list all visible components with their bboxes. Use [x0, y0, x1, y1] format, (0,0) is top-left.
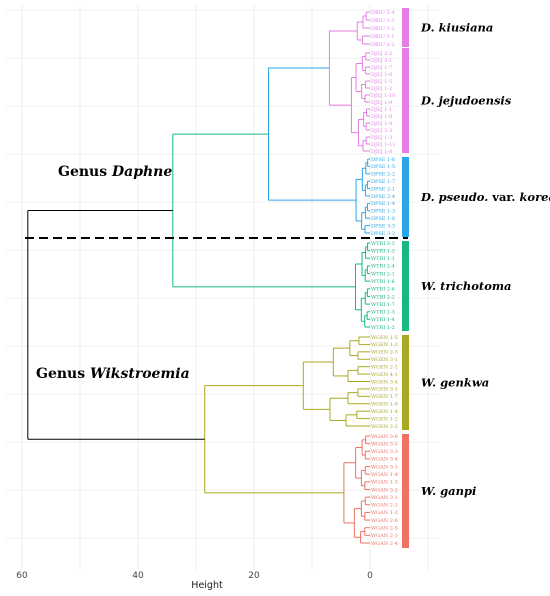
leaf-label: WGEN 1-2 — [371, 416, 398, 422]
leaf-label: DJEJ 1-11 — [371, 142, 396, 148]
clade-bar-trichotoma — [402, 241, 409, 331]
leaf-label: DJEJ 1-3 — [371, 135, 392, 141]
leaf-label: DPSE 1-3 — [371, 209, 395, 215]
leaf-label: WGEN 1-2 — [371, 342, 398, 348]
leaf-label: DPSE 3-3 — [371, 223, 395, 229]
leaf-label: DJEJ 1-7 — [371, 65, 392, 71]
leaf-label: WGEN 3-1 — [371, 357, 398, 363]
clade-bar-genkwa — [402, 335, 409, 430]
leaf-label: WGAN 3-6 — [371, 434, 398, 440]
leaf-label: DPSE 2-4 — [371, 194, 395, 200]
leaf-label: DPSE 3-2 — [371, 231, 395, 237]
leaf-label: WGAN 2-4 — [371, 541, 398, 547]
leaf-label: DPSE 2-2 — [371, 172, 395, 178]
leaf-label: WGEN 3-1 — [371, 387, 398, 393]
leaf-label: WGEN 4-1 — [371, 372, 398, 378]
leaf-label: DPSE 1-5 — [371, 164, 395, 170]
leaf-label: WGAN 3-1 — [371, 464, 398, 470]
clade-label-jejudoensis: D. jejudoensis — [420, 94, 512, 108]
clade-bar-jejudoensis — [402, 48, 409, 153]
leaf-label: WTRI 1-7 — [371, 302, 395, 308]
leaf-label: DJEJ 2-1 — [371, 58, 392, 64]
leaf-label: WGEN 3-4 — [371, 379, 398, 385]
leaf-label: WGAN 3-3 — [371, 449, 398, 455]
leaf-label: DJEJ 2-3 — [371, 128, 392, 134]
leaf-label: WTRI 3-3 — [371, 241, 395, 247]
leaf-label: DPSE 1-4 — [371, 201, 395, 207]
leaf-label: WGEN 2-2 — [371, 424, 398, 430]
leaf-label: WGEN 1-7 — [371, 394, 398, 400]
leaf-label: DJEJ 1-2 — [371, 86, 392, 92]
leaf-label: DKIU 1-2 — [371, 26, 395, 32]
leaf-label: DJEJ 1-10 — [371, 93, 396, 99]
clade-bar-ganpi — [402, 434, 409, 548]
clade-bar-kiusiana — [402, 8, 409, 47]
leaf-label: WTRI 2-3 — [371, 310, 395, 316]
x-tick-label: 0 — [367, 571, 373, 581]
leaf-label: WTRI 1-2 — [371, 325, 395, 331]
leaf-label: DPSE 1-7 — [371, 179, 395, 185]
clade-color-bars — [402, 8, 409, 548]
leaf-label: DJEJ 1-9 — [371, 100, 392, 106]
genus-label-wikstroemia: Genus Wikstroemia — [36, 366, 190, 382]
leaf-label: WTRI 2-4 — [371, 264, 395, 270]
leaf-label: DJEJ 1-8 — [371, 149, 392, 155]
leaf-label: WTRI 1-6 — [371, 279, 395, 285]
clade-label-kiusiana: D. kiusiana — [420, 21, 493, 35]
leaf-label: WGAN 1-3 — [371, 480, 398, 486]
leaf-label: DKIU 2-2 — [371, 42, 395, 48]
clade-label-trichotoma: W. trichotoma — [421, 279, 512, 293]
leaf-label: WGEN 1-9 — [371, 402, 398, 408]
leaf-label: WGAN 3-1 — [371, 495, 398, 501]
leaf-label: WGAN 2-1 — [371, 503, 398, 509]
leaf-label: WGAN 3-2 — [371, 487, 398, 493]
leaf-label: DJEJ 1-4 — [371, 121, 392, 127]
leaf-label: WGAN 3-4 — [371, 457, 398, 463]
leaf-label: DPSE 2-1 — [371, 186, 395, 192]
leaf-label: WGEN 1-5 — [371, 335, 398, 341]
leaf-label: WTRI 2-6 — [371, 287, 395, 293]
x-tick-label: 60 — [16, 571, 28, 581]
dendrogram-branches — [27, 11, 370, 544]
clade-label-pseudo: D. pseudo. var. koreana — [420, 190, 550, 204]
leaf-label: WTRI 2-1 — [371, 271, 395, 277]
leaf-label: WGAN 1-4 — [371, 472, 398, 478]
leaf-label: WTRI 1-1 — [371, 256, 395, 262]
leaf-label: WTRI 2-2 — [371, 294, 395, 300]
x-axis: 60 40 20 0 — [16, 571, 373, 581]
x-axis-title: Height — [191, 580, 223, 591]
clade-labels: D. kiusiana D. jejudoensis D. pseudo. var.… — [420, 21, 550, 499]
leaf-label: WTRI 1-3 — [371, 248, 395, 254]
leaf-label: DKIU 1-3 — [371, 18, 395, 24]
leaf-label: DKIU 1-1 — [371, 34, 395, 40]
leaf-label: DKIU 2-4 — [371, 10, 395, 16]
leaf-label: WGEN 2-1 — [371, 364, 398, 370]
leaf-label: WGAN 1-2 — [371, 510, 398, 516]
leaf-label: WTRI 1-4 — [371, 317, 395, 323]
leaf-label: WGAN 2-3 — [371, 533, 398, 539]
leaf-label: DJEJ 1-6 — [371, 72, 392, 78]
leaf-label: DJEJ 1-5 — [371, 79, 392, 85]
leaf-label: WGEN 2-3 — [371, 350, 398, 356]
leaf-label: DPSE 1-8 — [371, 216, 395, 222]
leaf-label: WGAN 2-6 — [371, 518, 398, 524]
clade-label-genkwa: W. genkwa — [421, 376, 489, 390]
genus-label-daphne: Genus Daphne — [58, 164, 172, 180]
clade-bar-pseudo — [402, 157, 409, 237]
leaf-label: WGAN 3-5 — [371, 441, 398, 447]
leaf-label: DJEJ 2-2 — [371, 51, 392, 57]
leaf-label: DJEJ 1-1 — [371, 107, 392, 113]
leaf-label: DPSE 1-6 — [371, 157, 395, 163]
x-tick-label: 40 — [132, 571, 144, 581]
leaf-label: WGAN 2-5 — [371, 526, 398, 532]
leaf-label: DJEJ 1-8 — [371, 114, 392, 120]
leaf-label: WGEN 1-4 — [371, 409, 398, 415]
x-tick-label: 20 — [248, 571, 260, 581]
clade-label-ganpi: W. ganpi — [421, 484, 476, 498]
